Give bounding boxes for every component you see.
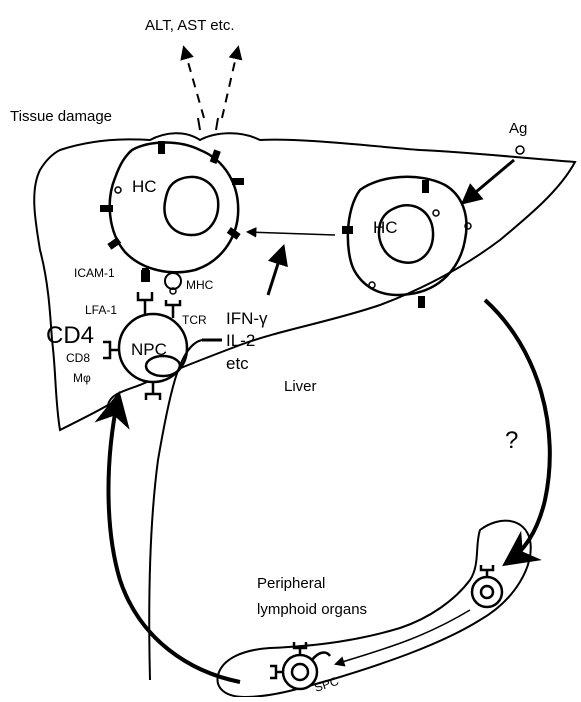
cd8-label: CD8 (66, 351, 90, 365)
hc-left-receptor (107, 237, 121, 250)
question-mark: ? (505, 427, 518, 454)
lfa1-receptor (138, 292, 152, 316)
mhc-label: MHC (186, 278, 214, 292)
leak-line (216, 118, 218, 130)
lymphoid-cell (472, 577, 502, 607)
peripheral-label: Peripheral (257, 575, 325, 592)
cd4-label: CD4 (46, 322, 94, 349)
hc-left-receptor (232, 178, 244, 185)
spc-left-receptor (270, 666, 283, 678)
spc-top-receptor (294, 642, 306, 655)
hc-left-label: HC (132, 177, 157, 196)
alt-ast-label: ALT, AST etc. (145, 17, 235, 34)
hc-right-receptor (418, 296, 425, 308)
spc-right-receptor (312, 653, 330, 660)
liver-label: Liver (284, 378, 317, 395)
icam1-receptor (141, 270, 150, 282)
mphi-label: Mφ (73, 371, 91, 385)
il2-label: IL-2 (226, 331, 255, 350)
hc-left-receptor (100, 205, 113, 212)
tcr-receptor (166, 300, 180, 318)
ifn-label: IFN-γ (226, 309, 268, 328)
hc-right-receptor (422, 180, 429, 193)
ag-label: Ag (509, 120, 527, 137)
hc-transfer-arrow (248, 232, 335, 235)
lfa1-label: LFA-1 (85, 303, 117, 317)
tcr-label: TCR (182, 313, 207, 327)
cd8-receptor (103, 342, 119, 358)
npc-bottom-receptor (146, 382, 160, 400)
hc-left-receptor (158, 141, 165, 154)
ag-antigen (516, 146, 524, 154)
hc-right-label: HC (373, 218, 398, 237)
hc-left-nucleus (164, 177, 218, 235)
hc-left-receptor (227, 227, 241, 240)
lymphoid-organs-label: lymphoid organs (257, 601, 367, 618)
spc-cell (283, 655, 317, 689)
hc-right-cell (348, 177, 467, 295)
icam1-label: ICAM-1 (74, 266, 115, 280)
hc-right-antigen (369, 282, 375, 288)
leak-arrow-left (184, 48, 204, 118)
cytokine-arrow (268, 248, 283, 295)
ag-arrow (464, 160, 514, 202)
hc-right-receptor (342, 226, 353, 234)
npc-label: NPC (131, 340, 167, 359)
spc-to-npc-arrow (108, 398, 240, 682)
leak-line (198, 118, 200, 130)
etc-label: etc (226, 354, 249, 373)
lymphoid-cell-receptor (481, 565, 493, 577)
tissue-damage-label: Tissue damage (10, 108, 112, 125)
npc-cytokine-stem (149, 340, 202, 680)
leak-arrow-right (222, 48, 238, 118)
hc-left-antigen (115, 187, 121, 193)
mhc-receptor (165, 273, 181, 289)
hc-right-antigen (433, 210, 439, 216)
